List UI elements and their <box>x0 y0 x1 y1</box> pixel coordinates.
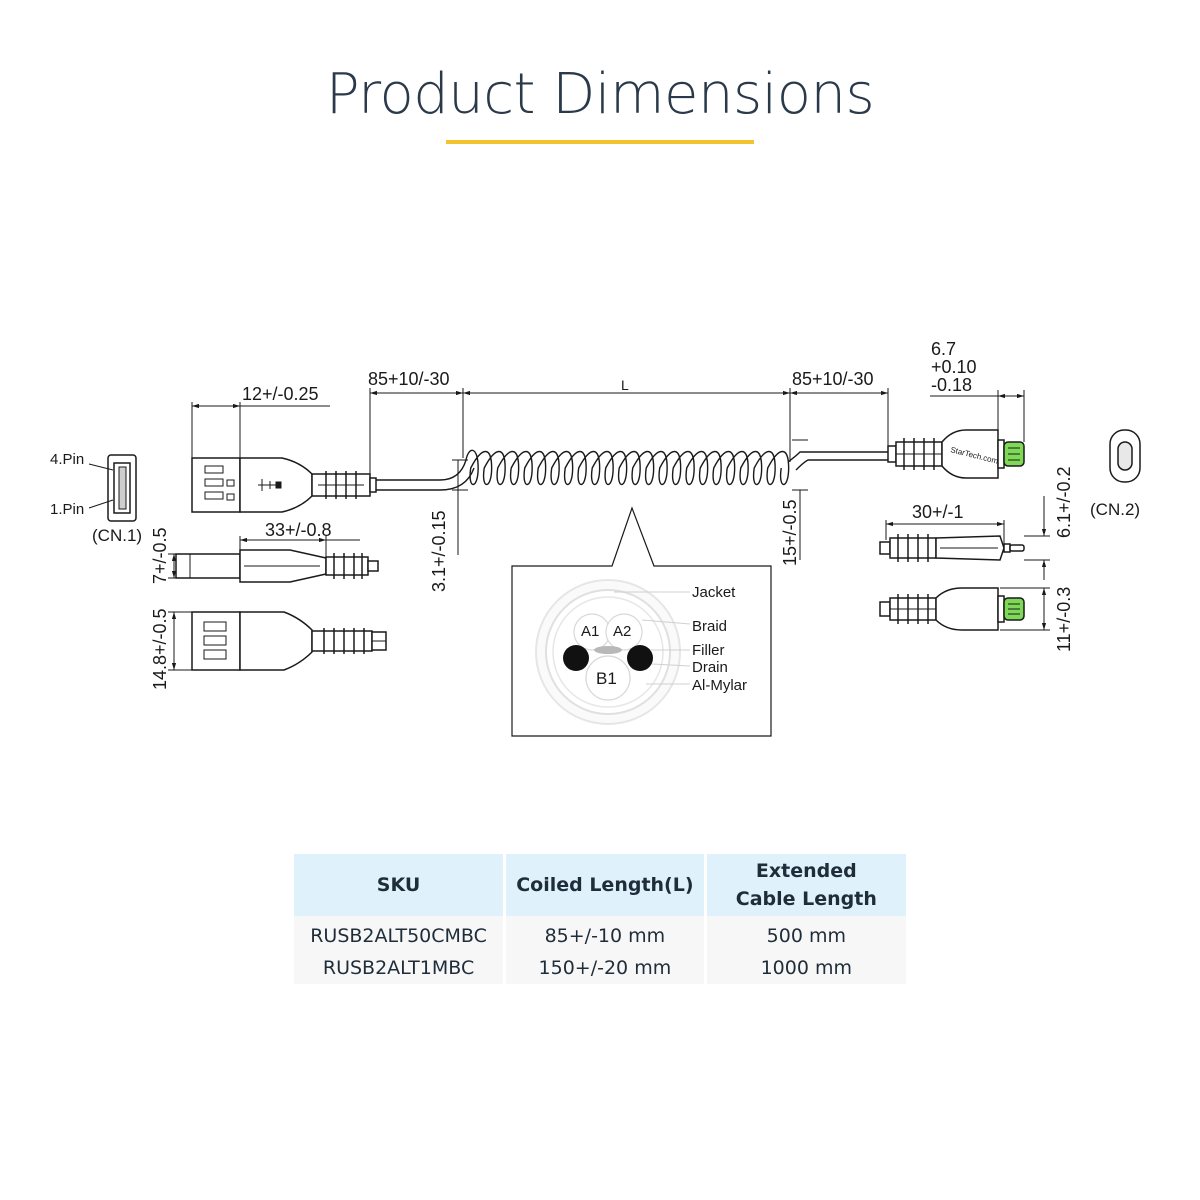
usb-a-plug-bottom <box>191 611 387 671</box>
usb-pin1-label: 1.Pin <box>50 501 84 518</box>
header-coiled-length: Coiled Length(L) <box>503 854 704 916</box>
drain-wire <box>594 646 622 654</box>
page-title: Product Dimensions <box>325 62 875 127</box>
usb-connector-label: (CN.1) <box>92 526 142 545</box>
table-row: RUSB2ALT50CMBC 85+/-10 mm 500 mm <box>294 916 906 952</box>
dim-usb-length-label: 33+/-0.8 <box>265 520 332 540</box>
dim-usb-length <box>168 536 360 579</box>
dim-usb-width <box>191 402 330 458</box>
dim-lightning-height-label: 11+/-0.3 <box>1054 587 1074 652</box>
cell-coiled: 85+/-10 mm <box>503 916 704 952</box>
dim-coil-left-offset-label: 3.1+/-0.15 <box>429 510 449 592</box>
dim-lightning-side <box>885 496 1050 580</box>
dim-lightning-height <box>1000 587 1050 631</box>
cross-section-cable <box>535 579 691 725</box>
dim-left-lead-label: 85+10/-30 <box>368 369 450 389</box>
dim-coil-offsets <box>452 439 808 560</box>
lightning-end-view <box>1109 429 1141 483</box>
cell-sku: RUSB2ALT1MBC <box>294 952 504 984</box>
lightning-plug-top <box>887 429 1025 479</box>
dim-right-lead-label: 85+10/-30 <box>792 369 874 389</box>
dim-lightning-length-label: 30+/-1 <box>912 502 964 522</box>
cell-coiled: 150+/-20 mm <box>503 952 704 984</box>
dim-coil-right-offset-label: 15+/-0.5 <box>780 499 800 566</box>
cell-extended: 1000 mm <box>703 952 906 984</box>
usb-a-plug-side <box>175 549 379 583</box>
dim-coil-label: L <box>621 377 629 393</box>
dim-tip-plus-label: +0.10 <box>931 357 977 377</box>
header-extended-line2: Cable Length <box>735 888 877 910</box>
coiled-cable <box>376 449 888 491</box>
dim-tip-minus-label: -0.18 <box>931 375 972 395</box>
header-extended-line1: Extended <box>755 860 857 882</box>
layer-jacket-label: Jacket <box>692 584 736 601</box>
layer-braid-label: Braid <box>692 618 727 635</box>
wire-a1-label: A1 <box>581 623 599 640</box>
dim-usb-height <box>168 611 192 671</box>
cell-sku: RUSB2ALT50CMBC <box>294 916 504 952</box>
header-extended-length: Extended Cable Length <box>703 854 906 916</box>
cell-extended: 500 mm <box>703 916 906 952</box>
wire-a2-label: A2 <box>613 623 631 640</box>
title-underline <box>446 140 754 144</box>
lightning-plug-side <box>879 534 1025 562</box>
lightning-connector-label: (CN.2) <box>1090 500 1140 519</box>
table-header-row: SKU Coiled Length(L) Extended Cable Leng… <box>294 854 906 916</box>
dim-lightning-thickness-label: 6.1+/-0.2 <box>1054 466 1074 538</box>
header-sku: SKU <box>294 854 504 916</box>
wire-black-left <box>563 645 589 671</box>
layer-al-mylar-label: Al-Mylar <box>692 677 747 694</box>
dim-cable-leads <box>369 388 889 476</box>
dim-usb-height-label: 14.8+/-0.5 <box>150 608 170 690</box>
wire-b1-label: B1 <box>596 669 617 688</box>
usb-pin4-label: 4.Pin <box>50 451 84 468</box>
sku-table: SKU Coiled Length(L) Extended Cable Leng… <box>294 854 906 984</box>
table-row: RUSB2ALT1MBC 150+/-20 mm 1000 mm <box>294 952 906 984</box>
usb-a-plug-top <box>191 457 377 513</box>
dim-usb-thickness-label: 7+/-0.5 <box>150 527 170 584</box>
usb-a-end-view <box>88 454 137 522</box>
dim-usb-width-label: 12+/-0.25 <box>242 384 319 404</box>
layer-filler-label: Filler <box>692 642 725 659</box>
dim-tip-nominal-label: 6.7 <box>931 339 956 359</box>
wire-black-right <box>627 645 653 671</box>
lightning-plug-bottom <box>879 587 1025 631</box>
dim-lightning-tip <box>930 390 1025 442</box>
layer-drain-label: Drain <box>692 659 728 676</box>
